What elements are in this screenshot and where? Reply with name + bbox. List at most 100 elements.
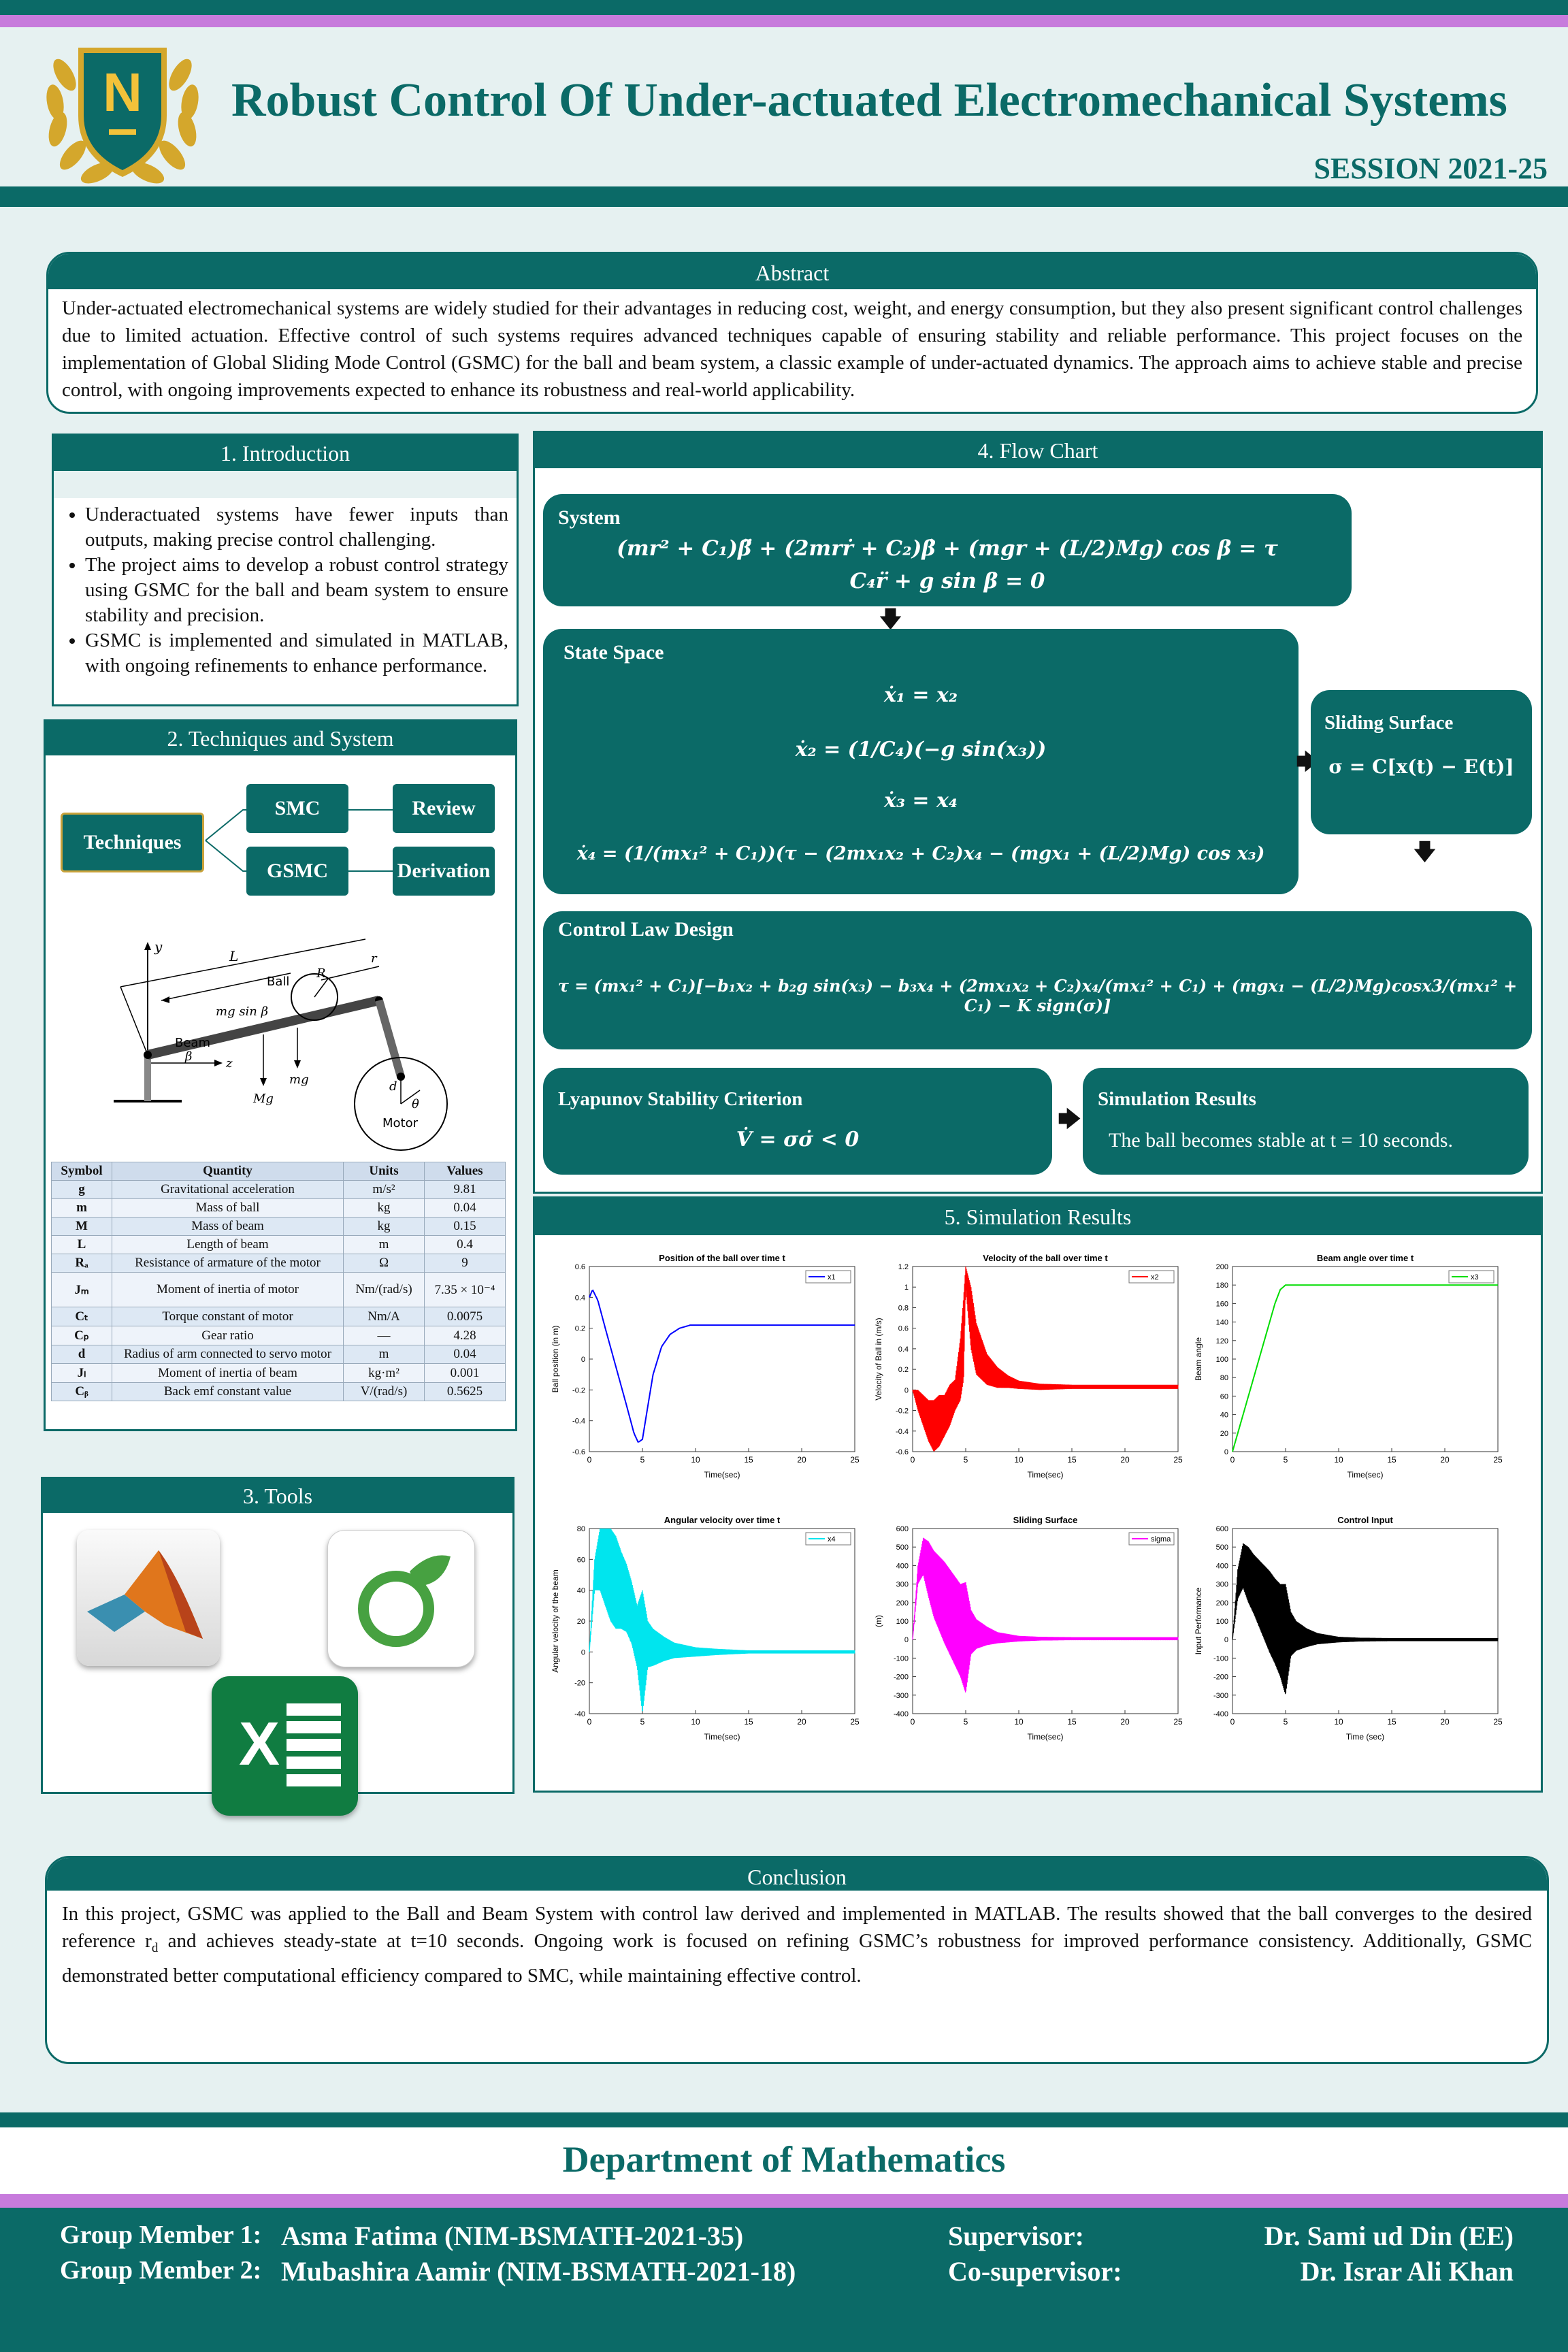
- introduction-list: Underactuated systems have fewer inputs …: [54, 498, 517, 679]
- x-tick-label: 0: [587, 1455, 592, 1465]
- supervisor-name: Dr. Sami ud Din (EE): [1264, 2221, 1514, 2251]
- table-cell: 0.04: [424, 1345, 506, 1364]
- department-name: Department of Mathematics: [562, 2139, 1006, 2180]
- series-line: [589, 1289, 855, 1443]
- x-tick-label: 25: [1173, 1717, 1183, 1727]
- y-tick-label: 100: [1216, 1618, 1228, 1626]
- page-title: Robust Control Of Under-actuated Electro…: [231, 74, 1507, 127]
- conclusion-text-2: and achieves steady-state at t=10 second…: [62, 1930, 1532, 1987]
- table-cell: Jₘ: [51, 1272, 112, 1307]
- x-tick-label: 25: [850, 1717, 860, 1727]
- table-cell: Nm/(rad/s): [343, 1272, 425, 1307]
- state-eq-1: ẋ₁ = x₂: [883, 683, 958, 707]
- legend-label: x1: [828, 1273, 836, 1281]
- sim-results-title: Simulation Results: [1098, 1088, 1256, 1110]
- table-header: Symbol: [51, 1162, 112, 1181]
- table-cell: 7.35 × 10⁻⁴: [424, 1272, 506, 1307]
- x-axis-label: Time(sec): [1028, 1732, 1064, 1742]
- diagram-label-theta: θ: [412, 1097, 419, 1111]
- chart-title: Beam angle over time t: [1317, 1253, 1414, 1263]
- x-tick-label: 25: [1173, 1455, 1183, 1465]
- table-header: Quantity: [112, 1162, 344, 1181]
- lyapunov-title: Lyapunov Stability Criterion: [558, 1088, 803, 1110]
- x-tick-label: 15: [1387, 1455, 1396, 1465]
- y-tick-label: 400: [1216, 1562, 1228, 1570]
- x-axis-label: Time(sec): [1348, 1470, 1384, 1480]
- chart-title: Control Input: [1337, 1515, 1393, 1525]
- table-cell: V/(rad/s): [343, 1382, 425, 1401]
- table-cell: g: [51, 1180, 112, 1199]
- diagram-label-mg: mg: [289, 1073, 309, 1087]
- table-cell: kg: [343, 1198, 425, 1218]
- diagram-label-y: y: [154, 938, 163, 955]
- derivation-node: Derivation: [393, 847, 495, 896]
- table-cell: 0.5625: [424, 1382, 506, 1401]
- tools-panel: 3. Tools X: [41, 1477, 514, 1816]
- table-cell: d: [51, 1345, 112, 1364]
- legend-label: x3: [1471, 1273, 1479, 1281]
- x-tick-label: 20: [1440, 1455, 1450, 1465]
- system-box: System (mr² + C₁)β̈ + (2mrṙ + C₂)β̇ + (m…: [543, 494, 1352, 606]
- y-tick-label: 0.4: [898, 1345, 909, 1354]
- chart-title: Sliding Surface: [1013, 1515, 1078, 1525]
- y-tick-label: -0.6: [572, 1448, 585, 1456]
- simulation-title: 5. Simulation Results: [535, 1198, 1541, 1235]
- series-line: [1232, 1543, 1499, 1695]
- conclusion-text-sub: d: [151, 1940, 159, 1955]
- system-eq-1: (mr² + C₁)β̈ + (2mrṙ + C₂)β̇ + (mgr + (L…: [617, 536, 1278, 561]
- x-tick-label: 5: [1284, 1455, 1288, 1465]
- arrow-right-2: 🡆: [1058, 1107, 1082, 1132]
- y-tick-label: 60: [577, 1556, 585, 1564]
- y-tick-label: 100: [1216, 1356, 1228, 1364]
- table-cell: Back emf constant value: [112, 1382, 344, 1401]
- y-axis-label: Beam angle: [1194, 1337, 1203, 1381]
- y-tick-label: 300: [1216, 1581, 1228, 1589]
- x-tick-label: 0: [911, 1455, 915, 1465]
- sliding-surface-eq: σ = C[x(t) − E(t)]: [1328, 755, 1514, 778]
- table-cell: Gear ratio: [112, 1326, 344, 1345]
- list-item: The project aims to develop a robust con…: [85, 553, 508, 628]
- techniques-panel: 2. Techniques and System Techniques SMC …: [44, 719, 517, 1431]
- x-tick-label: 10: [1014, 1455, 1024, 1465]
- table-cell: Mass of beam: [112, 1217, 344, 1236]
- y-tick-label: -0.4: [572, 1418, 585, 1426]
- y-tick-label: 600: [896, 1525, 909, 1533]
- x-tick-label: 20: [1120, 1455, 1130, 1465]
- chart-title: Angular velocity over time t: [664, 1515, 781, 1525]
- table-cell: M: [51, 1217, 112, 1236]
- x-tick-label: 0: [1230, 1717, 1235, 1727]
- control-law-title: Control Law Design: [558, 918, 734, 941]
- table-cell: m/s²: [343, 1180, 425, 1199]
- footer-white-band: [0, 2127, 1568, 2194]
- y-tick-label: -100: [1213, 1654, 1228, 1663]
- x-tick-label: 10: [1334, 1455, 1343, 1465]
- x-tick-label: 5: [964, 1717, 968, 1727]
- abstract-panel: Abstract Under-actuated electromechanica…: [46, 252, 1538, 414]
- control-law-box: Control Law Design τ = (mx₁² + C₁)[−b₁x₂…: [543, 911, 1532, 1049]
- table-cell: Cₜ: [51, 1307, 112, 1326]
- y-axis-label: (m): [874, 1615, 883, 1627]
- gsmc-node: GSMC: [246, 847, 348, 896]
- footer-band: [0, 2208, 1568, 2352]
- y-tick-label: 0.6: [575, 1263, 585, 1271]
- diagram-label-ball: Ball: [267, 975, 289, 989]
- y-tick-label: -400: [894, 1710, 909, 1718]
- arrow-down-1: 🡇: [879, 607, 902, 632]
- top-accent-bar: [0, 15, 1568, 27]
- footer-accent-bar: [0, 2194, 1568, 2208]
- y-tick-label: 180: [1216, 1281, 1228, 1290]
- y-tick-label: 60: [1220, 1392, 1228, 1401]
- lyapunov-eq: V̇ = σσ̇ < 0: [736, 1128, 860, 1152]
- table-cell: Gravitational acceleration: [112, 1180, 344, 1199]
- table-cell: 0.001: [424, 1363, 506, 1383]
